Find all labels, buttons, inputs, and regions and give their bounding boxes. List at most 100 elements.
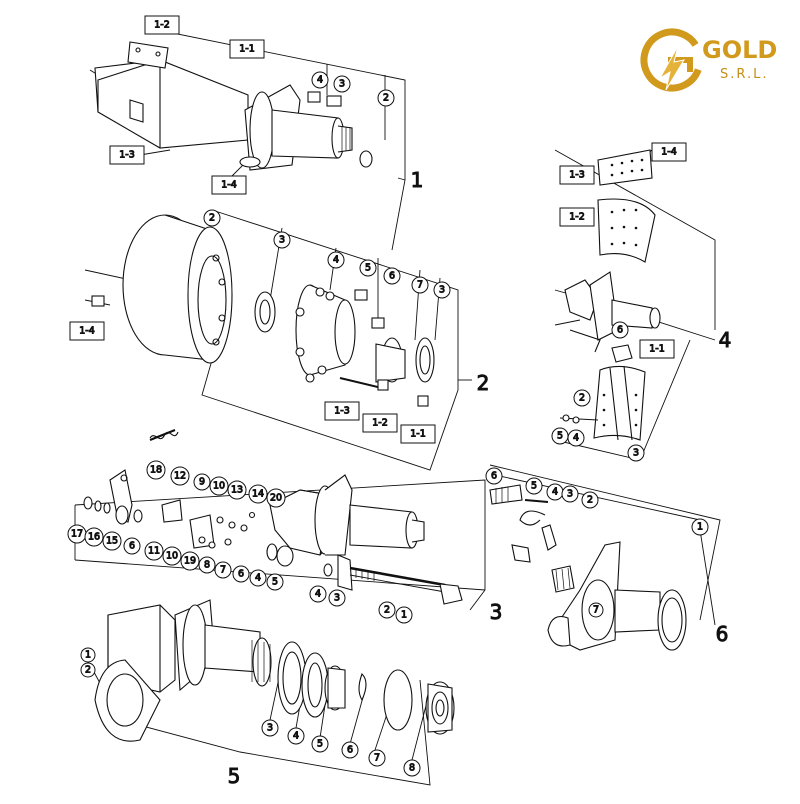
callout-label: 5 bbox=[557, 431, 563, 442]
callout-label: 10 bbox=[166, 551, 178, 562]
callout-label: 6 bbox=[389, 271, 395, 282]
callout-label: 9 bbox=[199, 477, 205, 488]
callout-box bbox=[559, 165, 595, 185]
callout-circle bbox=[248, 484, 268, 504]
callout-circle bbox=[209, 476, 229, 496]
callout-label: 7 bbox=[220, 565, 226, 576]
callout-circle bbox=[378, 601, 396, 619]
callout-label: 5 bbox=[317, 739, 323, 750]
callout-label: 10 bbox=[213, 481, 225, 492]
callout-box bbox=[362, 413, 398, 433]
callout-box bbox=[69, 321, 105, 341]
callout-circle bbox=[287, 727, 305, 745]
callout-circle bbox=[80, 647, 96, 663]
group-number-1: 1 bbox=[411, 168, 424, 192]
callout-label: 11 bbox=[148, 546, 160, 557]
brake-shoe-assembly bbox=[554, 149, 661, 441]
callout-label: 4 bbox=[552, 487, 558, 498]
callout-label: 2 bbox=[85, 665, 91, 676]
callout-circle bbox=[377, 89, 395, 107]
callout-circle bbox=[311, 735, 329, 753]
callout-label: 4 bbox=[293, 731, 299, 742]
callout-label: 20 bbox=[270, 493, 282, 504]
callout-label: 4 bbox=[573, 433, 579, 444]
callout-label: 3 bbox=[439, 285, 445, 296]
callout-circle bbox=[341, 741, 359, 759]
callout-label: 1 bbox=[697, 522, 703, 533]
callout-box bbox=[400, 424, 436, 444]
group-number-2: 2 bbox=[477, 371, 490, 395]
callout-circle bbox=[627, 444, 645, 462]
callout-circle bbox=[581, 491, 599, 509]
callout-label: 6 bbox=[347, 745, 353, 756]
callout-label: 7 bbox=[417, 280, 423, 291]
axle-beam-assembly bbox=[94, 41, 373, 171]
callout-circle bbox=[80, 662, 96, 678]
callout-label: 7 bbox=[374, 753, 380, 764]
callout-circle bbox=[588, 602, 604, 618]
callout-label: 3 bbox=[279, 235, 285, 246]
callout-label: 3 bbox=[339, 79, 345, 90]
callout-circle bbox=[193, 473, 211, 491]
callout-label: 4 bbox=[255, 573, 261, 584]
callout-box bbox=[324, 401, 360, 421]
callout-label: 1-2 bbox=[372, 418, 388, 429]
group-number-3: 3 bbox=[490, 600, 503, 624]
callout-box bbox=[559, 207, 595, 227]
callout-circle bbox=[311, 71, 329, 89]
callout-label: 1-3 bbox=[119, 150, 135, 161]
callout-label: 1-3 bbox=[334, 406, 350, 417]
callout-circle bbox=[359, 259, 377, 277]
callout-label: 1 bbox=[401, 610, 407, 621]
callout-label: 2 bbox=[587, 495, 593, 506]
callout-label: 1-3 bbox=[569, 170, 585, 181]
callout-circle bbox=[180, 551, 200, 571]
callout-label: 8 bbox=[204, 560, 210, 571]
callout-circle bbox=[170, 466, 190, 486]
callout-circle bbox=[327, 251, 345, 269]
callout-circle bbox=[227, 480, 247, 500]
callout-label: 1-2 bbox=[154, 20, 170, 31]
callout-circle bbox=[273, 231, 291, 249]
callout-circle bbox=[525, 477, 543, 495]
callout-circle bbox=[266, 488, 286, 508]
callout-label: 2 bbox=[579, 393, 585, 404]
callout-circle bbox=[567, 429, 585, 447]
callout-circle bbox=[261, 719, 279, 737]
callout-label: 3 bbox=[334, 593, 340, 604]
callout-circle bbox=[144, 541, 164, 561]
callout-label: 1-1 bbox=[410, 429, 426, 440]
callout-label: 6 bbox=[617, 325, 623, 336]
callout-circle bbox=[198, 556, 216, 574]
gold-emblem-icon bbox=[640, 28, 704, 92]
callout-circle bbox=[411, 276, 429, 294]
callout-circle bbox=[485, 467, 503, 485]
callout-circle bbox=[368, 749, 386, 767]
callout-label: 1-1 bbox=[649, 344, 665, 355]
callout-label: 5 bbox=[365, 263, 371, 274]
callout-label: 6 bbox=[238, 569, 244, 580]
callout-label: 1-2 bbox=[569, 212, 585, 223]
callout-label: 2 bbox=[209, 213, 215, 224]
callout-box bbox=[651, 142, 687, 162]
group-number-6: 6 bbox=[716, 622, 729, 646]
callout-box bbox=[109, 145, 145, 165]
group-number-5: 5 bbox=[228, 764, 241, 788]
callout-circle bbox=[403, 759, 421, 777]
callout-circle bbox=[266, 573, 284, 591]
callout-label: 1-1 bbox=[239, 44, 255, 55]
callout-circle bbox=[691, 518, 709, 536]
callout-circle bbox=[249, 569, 267, 587]
callout-circle bbox=[309, 585, 327, 603]
callout-label: 13 bbox=[231, 485, 243, 496]
callout-label: 8 bbox=[409, 763, 415, 774]
callout-label: 5 bbox=[272, 577, 278, 588]
callout-circle bbox=[611, 321, 629, 339]
callout-label: 6 bbox=[129, 541, 135, 552]
callout-circle bbox=[383, 267, 401, 285]
callout-label: 17 bbox=[71, 529, 83, 540]
callout-label: 1 bbox=[85, 650, 91, 661]
callout-circle bbox=[162, 546, 182, 566]
